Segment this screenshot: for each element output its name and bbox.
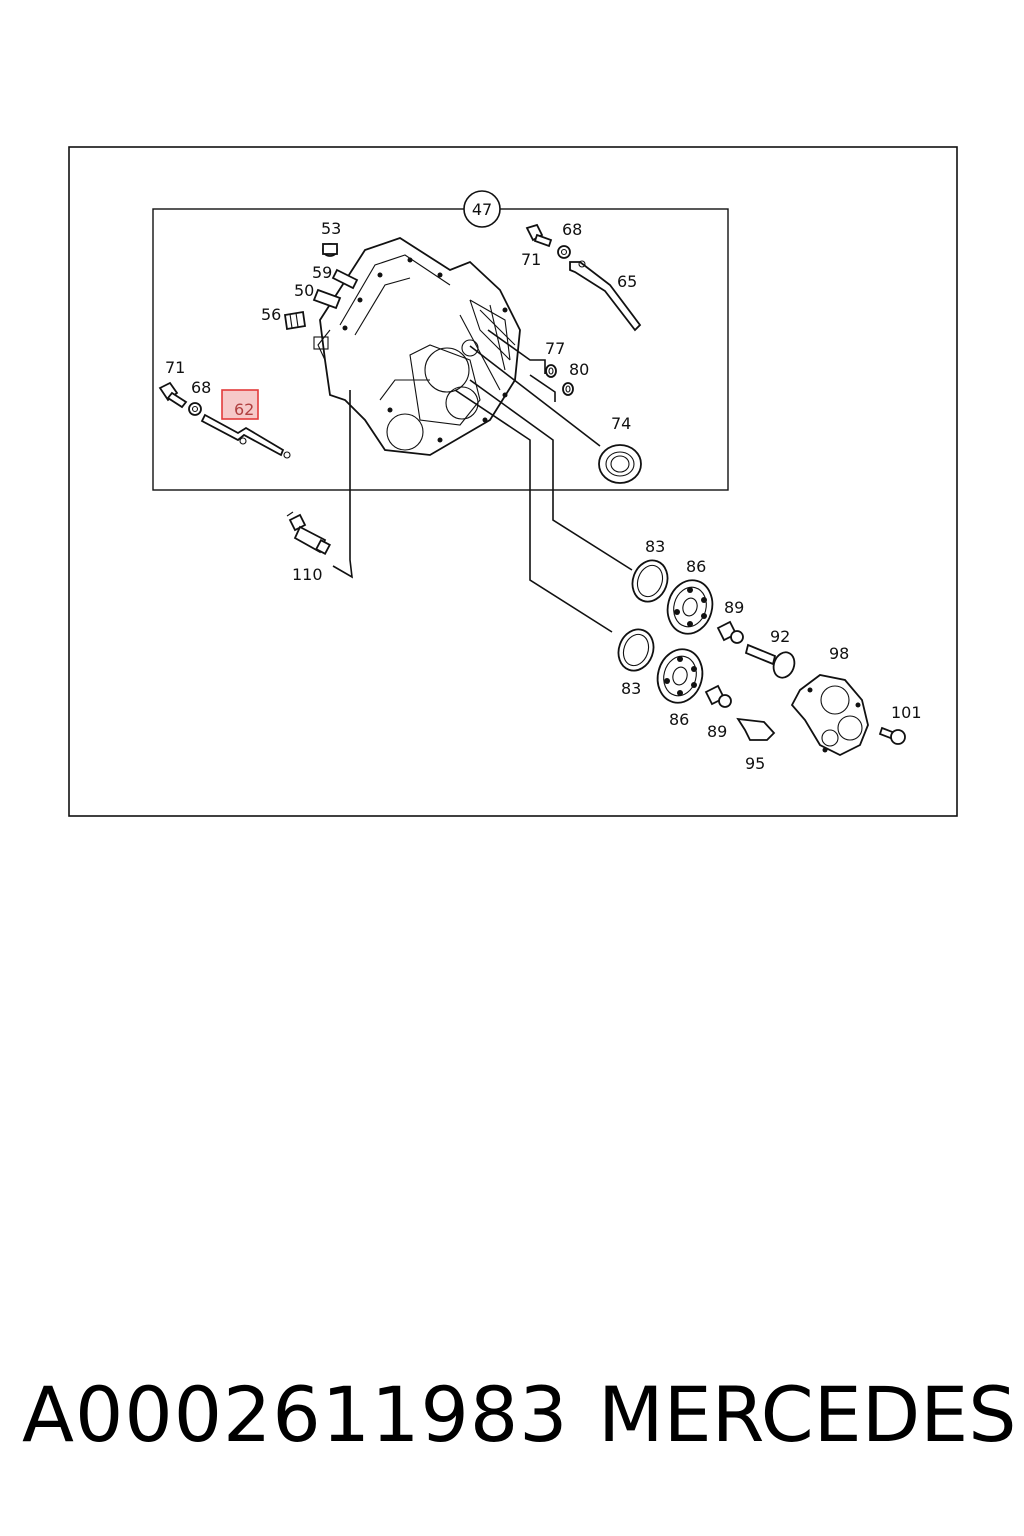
part-65-selector-rod[interactable] bbox=[569, 260, 642, 332]
callout-98: 98 bbox=[829, 644, 849, 663]
callout-86-lower: 86 bbox=[669, 710, 689, 729]
brand-name: MERCEDES bbox=[598, 1370, 1017, 1459]
callout-68-left: 68 bbox=[191, 378, 211, 397]
part-98-cover[interactable] bbox=[790, 674, 869, 757]
exploded-parts-diagram: 47 bbox=[68, 146, 958, 817]
callout-56: 56 bbox=[261, 305, 281, 324]
part-89-plug-lower[interactable] bbox=[704, 684, 732, 708]
part-89-plug-upper[interactable] bbox=[716, 620, 744, 644]
group-label-47[interactable]: 47 bbox=[463, 190, 501, 228]
part-86-bearing-lower[interactable] bbox=[652, 644, 708, 708]
callout-95: 95 bbox=[745, 754, 765, 773]
product-footer: A0002611983 MERCEDES bbox=[0, 1370, 1024, 1470]
part-number: A0002611983 bbox=[22, 1370, 569, 1459]
leader-lines bbox=[332, 329, 633, 633]
callout-89-lower: 89 bbox=[707, 722, 727, 741]
part-83-ring-upper[interactable] bbox=[627, 555, 673, 606]
callout-71-right: 71 bbox=[521, 250, 541, 269]
callout-53: 53 bbox=[321, 219, 341, 238]
callout-74: 74 bbox=[611, 414, 631, 433]
callout-101: 101 bbox=[891, 703, 922, 722]
callout-83-upper: 83 bbox=[645, 537, 665, 556]
transmission-housing bbox=[313, 237, 521, 456]
callout-62: 62 bbox=[234, 400, 254, 419]
part-95-lever[interactable] bbox=[736, 717, 776, 741]
part-86-bearing-upper[interactable] bbox=[662, 575, 718, 639]
part-77-seal[interactable] bbox=[545, 364, 557, 378]
part-74-shaft-seal[interactable] bbox=[598, 444, 642, 484]
part-53-sleeve[interactable] bbox=[322, 243, 338, 257]
part-71-bolt-right[interactable] bbox=[525, 223, 553, 248]
callout-labels: 53 59 50 56 71 68 62 71 68 65 77 80 74 1… bbox=[165, 219, 922, 773]
callout-68-right: 68 bbox=[562, 220, 582, 239]
part-83-ring-lower[interactable] bbox=[613, 624, 659, 675]
part-68-washer-left[interactable] bbox=[188, 402, 202, 416]
part-101-bolt[interactable] bbox=[878, 726, 906, 745]
callout-77: 77 bbox=[545, 339, 565, 358]
part-92-shaft[interactable] bbox=[744, 643, 798, 681]
callout-86-upper: 86 bbox=[686, 557, 706, 576]
part-110-sensor[interactable] bbox=[286, 511, 331, 555]
callout-50: 50 bbox=[294, 281, 314, 300]
diagram-outer-frame bbox=[68, 146, 958, 817]
part-56-bearing[interactable] bbox=[283, 310, 307, 331]
callout-71-left: 71 bbox=[165, 358, 185, 377]
callout-83-lower: 83 bbox=[621, 679, 641, 698]
callout-65: 65 bbox=[617, 272, 637, 291]
callout-89-upper: 89 bbox=[724, 598, 744, 617]
diagram-group-frame bbox=[152, 208, 729, 491]
callout-80: 80 bbox=[569, 360, 589, 379]
part-68-washer-right[interactable] bbox=[557, 245, 571, 259]
callout-92: 92 bbox=[770, 627, 790, 646]
part-71-bolt-left[interactable] bbox=[158, 381, 188, 409]
part-80-seal[interactable] bbox=[562, 382, 574, 396]
part-59-pin[interactable] bbox=[331, 268, 359, 290]
callout-59: 59 bbox=[312, 263, 332, 282]
highlight-box-62 bbox=[221, 389, 259, 420]
part-50-pin[interactable] bbox=[312, 288, 342, 310]
callout-110: 110 bbox=[292, 565, 323, 584]
group-label-text: 47 bbox=[472, 200, 492, 219]
part-62-selector-rod[interactable] bbox=[200, 413, 291, 459]
